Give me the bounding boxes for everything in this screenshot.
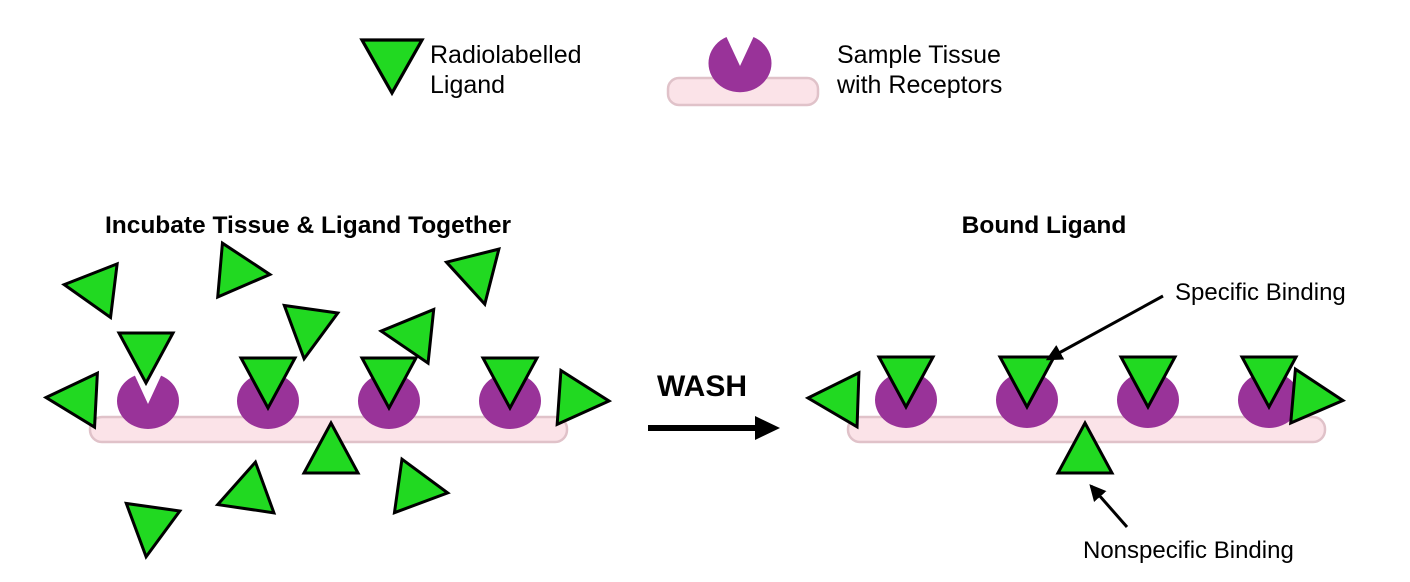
wash-step: WASH — [648, 370, 780, 440]
bound-ligand-triangle — [238, 356, 298, 412]
free-ligand-triangle — [443, 247, 501, 308]
incubation-title: Incubate Tissue & Ligand Together — [105, 212, 512, 239]
free-ligand-triangle — [124, 501, 183, 560]
bound-ligand-triangle — [1239, 355, 1299, 411]
wash-label: WASH — [657, 370, 747, 403]
wash-arrow-head — [755, 416, 780, 440]
legend-ligand-label-line1: Radiolabelled — [430, 41, 582, 69]
legend: Radiolabelled Ligand Sample Tissue with … — [359, 37, 1002, 107]
free-ligand-triangle — [42, 370, 100, 430]
free-ligand-triangle — [61, 261, 119, 321]
bound-ligand-triangle — [997, 355, 1057, 411]
bound-ligand-triangle — [876, 355, 936, 411]
legend-ligand-label-line2: Ligand — [430, 71, 505, 99]
bound-ligand-triangle — [359, 356, 419, 412]
free-ligand-triangle — [282, 303, 341, 362]
receptor — [358, 375, 420, 429]
free-ligand-triangle — [555, 367, 613, 427]
incubation-panel: Incubate Tissue & Ligand Together — [42, 212, 613, 560]
free-ligand-triangle — [216, 240, 274, 300]
receptor-empty — [117, 375, 179, 429]
bound-ligand-triangle — [1118, 355, 1178, 411]
free-ligand-triangle — [392, 456, 451, 515]
nonspecific-binding-arrow — [1089, 484, 1129, 528]
receptor — [996, 374, 1058, 428]
nonspecific-ligand-triangle — [1055, 419, 1115, 475]
receptor — [875, 374, 937, 428]
bound-ligand-triangle — [480, 356, 540, 412]
specific-binding-label: Specific Binding — [1175, 279, 1346, 306]
nonspecific-binding-label: Nonspecific Binding — [1083, 537, 1294, 564]
free-ligand-triangle — [301, 419, 361, 475]
edge-ligand-triangle — [804, 370, 861, 430]
ligand-icon — [359, 38, 425, 97]
free-ligand-triangle — [214, 459, 277, 515]
legend-tissue-label-line2: with Receptors — [836, 71, 1002, 99]
legend-tissue-label-line1: Sample Tissue — [837, 41, 1001, 69]
receptor-icon — [708, 37, 772, 93]
receptor — [237, 375, 299, 429]
bound-title: Bound Ligand — [962, 212, 1127, 239]
receptor — [1117, 374, 1179, 428]
receptor — [479, 375, 541, 429]
free-ligand-triangle — [378, 307, 436, 366]
edge-ligand-triangle — [1289, 366, 1347, 426]
bound-panel: Bound Ligand Specific Binding Nonspecifi… — [804, 212, 1347, 564]
specific-binding-arrow — [1045, 294, 1164, 361]
free-ligand-triangle — [116, 331, 176, 387]
receptor — [1238, 374, 1300, 428]
